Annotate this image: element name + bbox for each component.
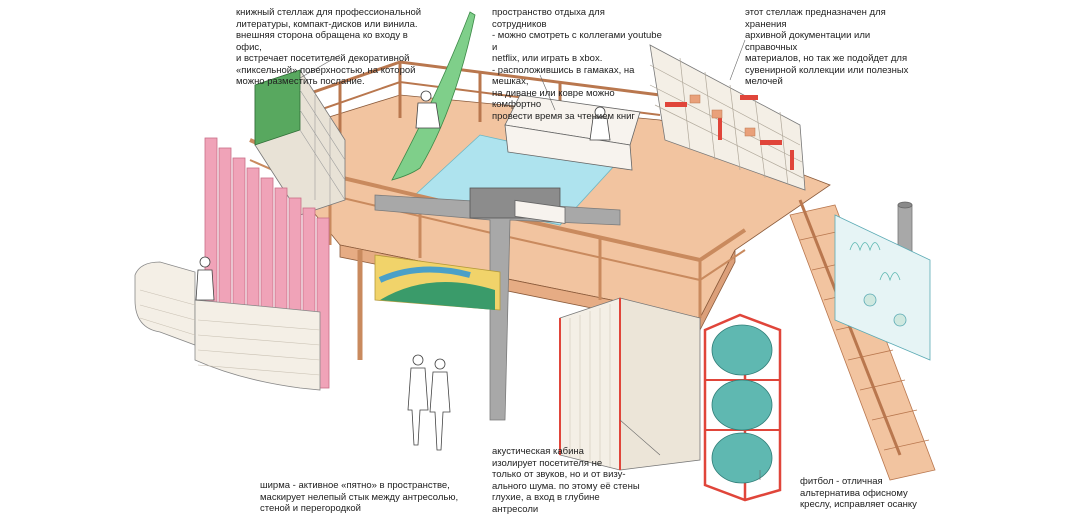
annotation-bookshelf: книжный стеллаж для профессиональной лит…: [236, 7, 436, 88]
annotation-acoustic-booth: акустическая кабина изолирует посетителя…: [492, 446, 642, 515]
annotation-rest-zone: пространство отдыха для сотрудников - мо…: [492, 7, 662, 122]
acoustic-booth: [560, 298, 700, 470]
fitball-rack: [705, 315, 780, 500]
standing-people: [408, 355, 450, 450]
annotation-screen: ширма - активное «пятно» в пространстве,…: [260, 480, 480, 515]
annotation-archive-shelf: этот стеллаж предназначен для хранения а…: [745, 7, 925, 88]
annotation-fitball: фитбол - отличная альтернатива офисному …: [800, 476, 950, 511]
